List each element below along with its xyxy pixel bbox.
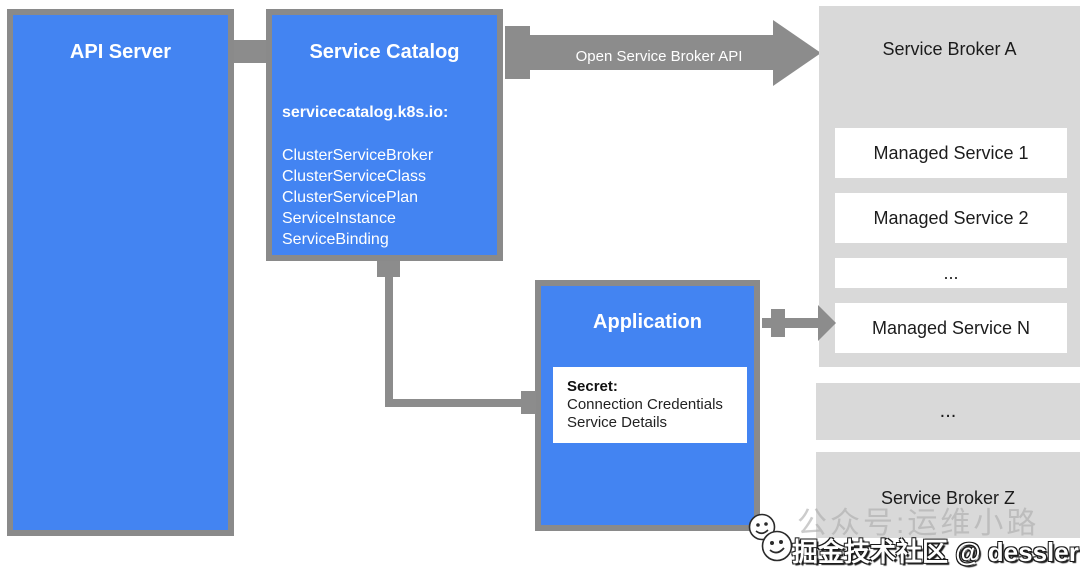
service-broker-z-title: Service Broker Z — [880, 488, 1016, 508]
service-broker-z-panel: Service Broker Z — [816, 452, 1080, 538]
osb-api-arrow-label: Open Service Broker API — [575, 48, 743, 65]
resource-kind: ClusterServiceBroker — [282, 147, 434, 164]
managed-service-box: Managed Service 2 — [835, 193, 1067, 243]
managed-service-label: Managed Service N — [871, 317, 1031, 338]
resource-kind: ClusterServiceClass — [282, 168, 427, 185]
managed-service-box: ... — [835, 258, 1067, 288]
resource-kind: ClusterServicePlan — [282, 189, 419, 206]
managed-service-box: Managed Service N — [835, 303, 1067, 353]
catalog-to-app-connector-horizontal — [385, 399, 521, 407]
secret-line-credentials: Connection Credentials — [567, 396, 723, 413]
service-catalog-node: Service Catalog servicecatalog.k8s.io: C… — [266, 9, 503, 261]
api-server-title: API Server — [69, 41, 172, 63]
api-server-node: API Server — [7, 9, 234, 536]
resource-kind-list: ClusterServiceBroker ClusterServiceClass… — [282, 145, 497, 250]
osb-api-arrow-icon — [505, 20, 821, 86]
resource-kind: ServiceBinding — [282, 231, 389, 248]
managed-service-label: ... — [943, 262, 959, 283]
more-brokers-ellipsis-panel: ... — [816, 383, 1080, 440]
application-title: Application — [593, 311, 702, 333]
service-catalog-title: Service Catalog — [309, 41, 460, 63]
catalog-to-app-connector-endcap — [521, 391, 536, 414]
ellipsis-label: ... — [939, 400, 957, 422]
managed-service-list: Managed Service 1 Managed Service 2 ... … — [835, 128, 1067, 353]
service-broker-a-panel: Service Broker A Managed Service 1 Manag… — [819, 6, 1080, 367]
secret-line-details: Service Details — [567, 414, 668, 431]
resource-kind: ServiceInstance — [282, 210, 396, 227]
service-broker-a-title: Service Broker A — [882, 39, 1017, 59]
community-watermark-text: 掘金技术社区 @ dessler — [792, 537, 1079, 567]
managed-service-label: Managed Service 2 — [873, 207, 1029, 228]
secret-box: Secret: Connection Credentials Service D… — [553, 367, 747, 443]
app-to-managed-service-arrow-icon — [762, 305, 836, 341]
api-group-label: servicecatalog.k8s.io: — [282, 104, 449, 121]
managed-service-label: Managed Service 1 — [873, 142, 1029, 163]
managed-service-box: Managed Service 1 — [835, 128, 1067, 178]
catalog-to-app-connector-vertical — [385, 261, 393, 407]
api-to-catalog-connector — [234, 40, 266, 63]
secret-label: Secret: — [567, 378, 618, 395]
watermark-face-icons — [748, 513, 793, 562]
faint-watermark-text: 公众号:运维小路 — [797, 507, 1040, 540]
